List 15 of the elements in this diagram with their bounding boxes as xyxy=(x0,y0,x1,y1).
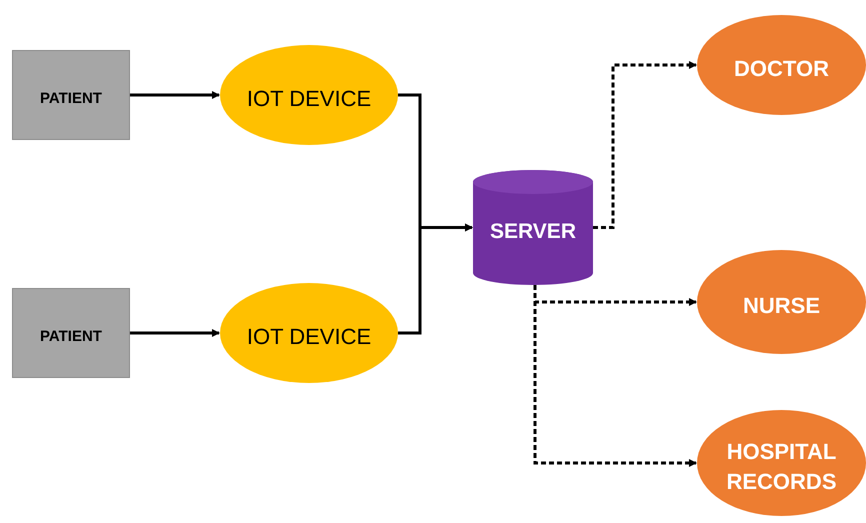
arrow xyxy=(534,285,697,467)
arrow xyxy=(130,329,220,337)
arrow xyxy=(130,91,220,99)
node-label: PATIENT xyxy=(39,89,103,109)
arrow xyxy=(593,61,697,229)
node-label: DOCTOR xyxy=(733,55,830,83)
node-label: SERVER xyxy=(489,218,577,244)
node-label: HOSPITAL RECORDS xyxy=(725,438,838,496)
node-label: NURSE xyxy=(742,292,821,320)
arrow xyxy=(398,224,473,334)
node-label: IOT DEVICE xyxy=(246,85,372,113)
node-label: IOT DEVICE xyxy=(246,323,372,351)
patient-box xyxy=(12,50,130,140)
patient-box xyxy=(12,288,130,378)
node-label: PATIENT xyxy=(39,327,103,347)
